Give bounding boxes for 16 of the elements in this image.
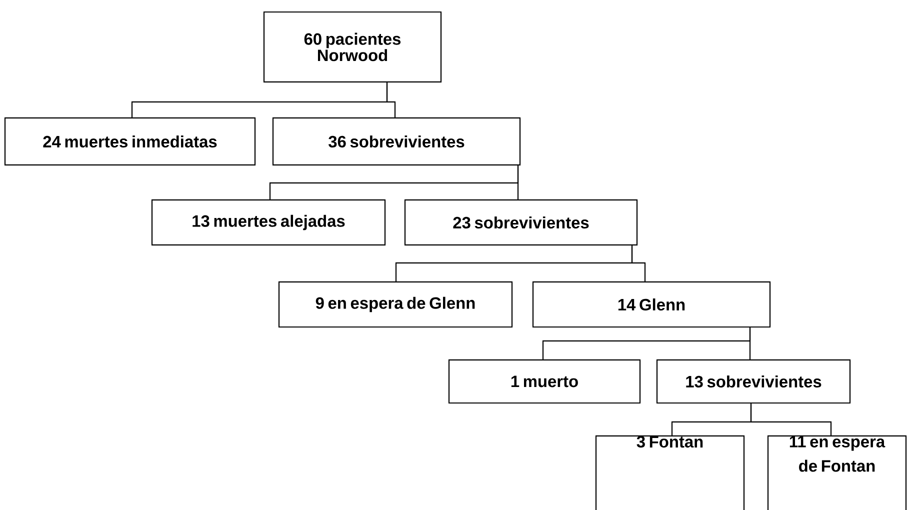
process-box: 23 sobrevivientes — [404, 199, 638, 246]
process-box: 36 sobrevivientes — [272, 117, 521, 166]
process-box: 11 en espera de Fontan — [767, 435, 907, 510]
process-box: 9 en espera de Glenn — [278, 281, 513, 328]
connector-line — [517, 164, 519, 200]
process-box: 3 Fontan — [595, 435, 745, 510]
connector-line — [749, 327, 751, 360]
connector-line — [631, 244, 646, 282]
process-box: 60 pacientes Norwood — [263, 11, 442, 83]
process-box: 1 muerto — [448, 359, 641, 404]
process-box: 14 Glenn — [532, 281, 771, 328]
process-box: 13 muertes alejadas — [151, 199, 386, 246]
process-box: 13 sobrevivientes — [656, 359, 851, 404]
connector-line — [386, 82, 396, 118]
process-box: 24 muertes inmediatas — [4, 117, 256, 166]
connector-line — [750, 403, 832, 436]
